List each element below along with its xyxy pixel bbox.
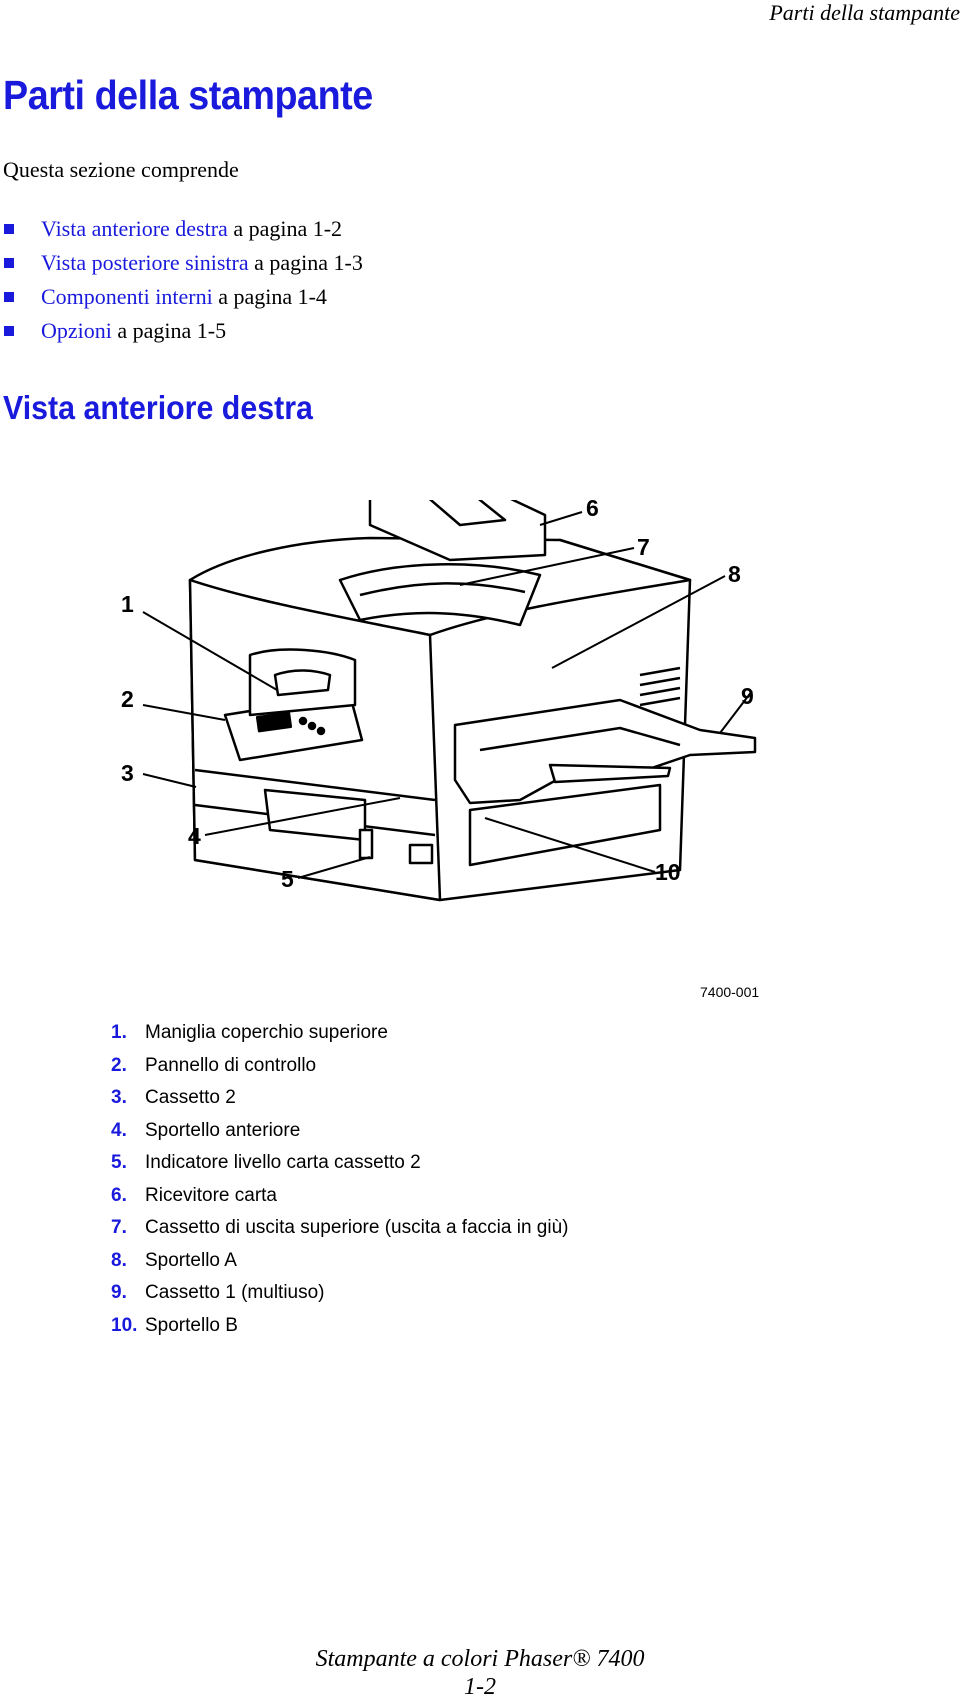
door-b	[468, 783, 662, 867]
footer-page-number: 1-2	[464, 1674, 496, 1700]
legend-item: 8.Sportello A	[111, 1249, 237, 1271]
legend-item: 6.Ricevitore carta	[111, 1184, 277, 1206]
legend-item: 1.Maniglia coperchio superiore	[111, 1022, 388, 1044]
section-link[interactable]: Componenti interni	[41, 284, 213, 309]
legend-item: 2.Pannello di controllo	[111, 1054, 317, 1076]
section-link[interactable]: Vista anteriore destra	[41, 216, 228, 241]
section-list: Vista anteriore destra a pagina 1-2 Vist…	[0, 212, 363, 348]
callout-8: 8	[728, 561, 741, 587]
page-reference: a pagina 1-2	[227, 216, 343, 241]
running-header: Parti della stampante	[769, 0, 960, 25]
callout-7: 7	[637, 534, 650, 560]
multipurpose-tray	[453, 698, 757, 805]
callout-9: 9	[741, 683, 754, 709]
page-reference: a pagina 1-3	[248, 250, 363, 275]
legend-item: 10.Sportello B	[111, 1314, 238, 1336]
printer-drawing	[188, 500, 757, 902]
callout-10: 10	[655, 859, 681, 885]
legend-item: 3.Cassetto 2	[111, 1087, 236, 1109]
section-list-item: Componenti interni a pagina 1-4	[0, 280, 363, 314]
section-link[interactable]: Vista posteriore sinistra	[41, 250, 249, 275]
leader-lines	[142, 511, 753, 879]
page-title: Parti della stampante	[3, 72, 373, 118]
printer-illustration: 1 2 3 4 5 6 7 8 9 10 7400-001	[121, 500, 759, 1000]
section-list-item: Opzioni a pagina 1-5	[0, 314, 363, 348]
section-list-item: Vista anteriore destra a pagina 1-2	[0, 212, 363, 246]
callout-3: 3	[121, 760, 134, 786]
page-reference: a pagina 1-5	[111, 318, 227, 343]
legend-item: 9.Cassetto 1 (multiuso)	[111, 1282, 325, 1304]
footer-product: Stampante a colori Phaser® 7400	[315, 1646, 645, 1672]
legend-item: 5.Indicatore livello carta cassetto 2	[111, 1152, 421, 1174]
paper-receiver	[368, 500, 547, 562]
legend-item: 7.Cassetto di uscita superiore (uscita a…	[111, 1217, 569, 1239]
callout-2: 2	[121, 686, 134, 712]
square-bullet-icon	[4, 292, 14, 302]
callout-5: 5	[281, 866, 294, 892]
figure-id: 7400-001	[700, 984, 759, 1000]
callout-4: 4	[188, 823, 201, 849]
legend-item: 4.Sportello anteriore	[111, 1119, 301, 1141]
square-bullet-icon	[4, 258, 14, 268]
callout-6: 6	[586, 500, 599, 521]
section-link[interactable]: Opzioni	[41, 318, 112, 343]
section-list-item: Vista posteriore sinistra a pagina 1-3	[0, 246, 363, 280]
square-bullet-icon	[4, 326, 14, 336]
intro-text: Questa sezione comprende	[3, 157, 239, 182]
square-bullet-icon	[4, 224, 14, 234]
parts-legend: 1.Maniglia coperchio superiore 2.Pannell…	[111, 1017, 568, 1342]
section-title: Vista anteriore destra	[3, 389, 313, 426]
callout-1: 1	[121, 591, 134, 617]
page-reference: a pagina 1-4	[212, 284, 327, 309]
